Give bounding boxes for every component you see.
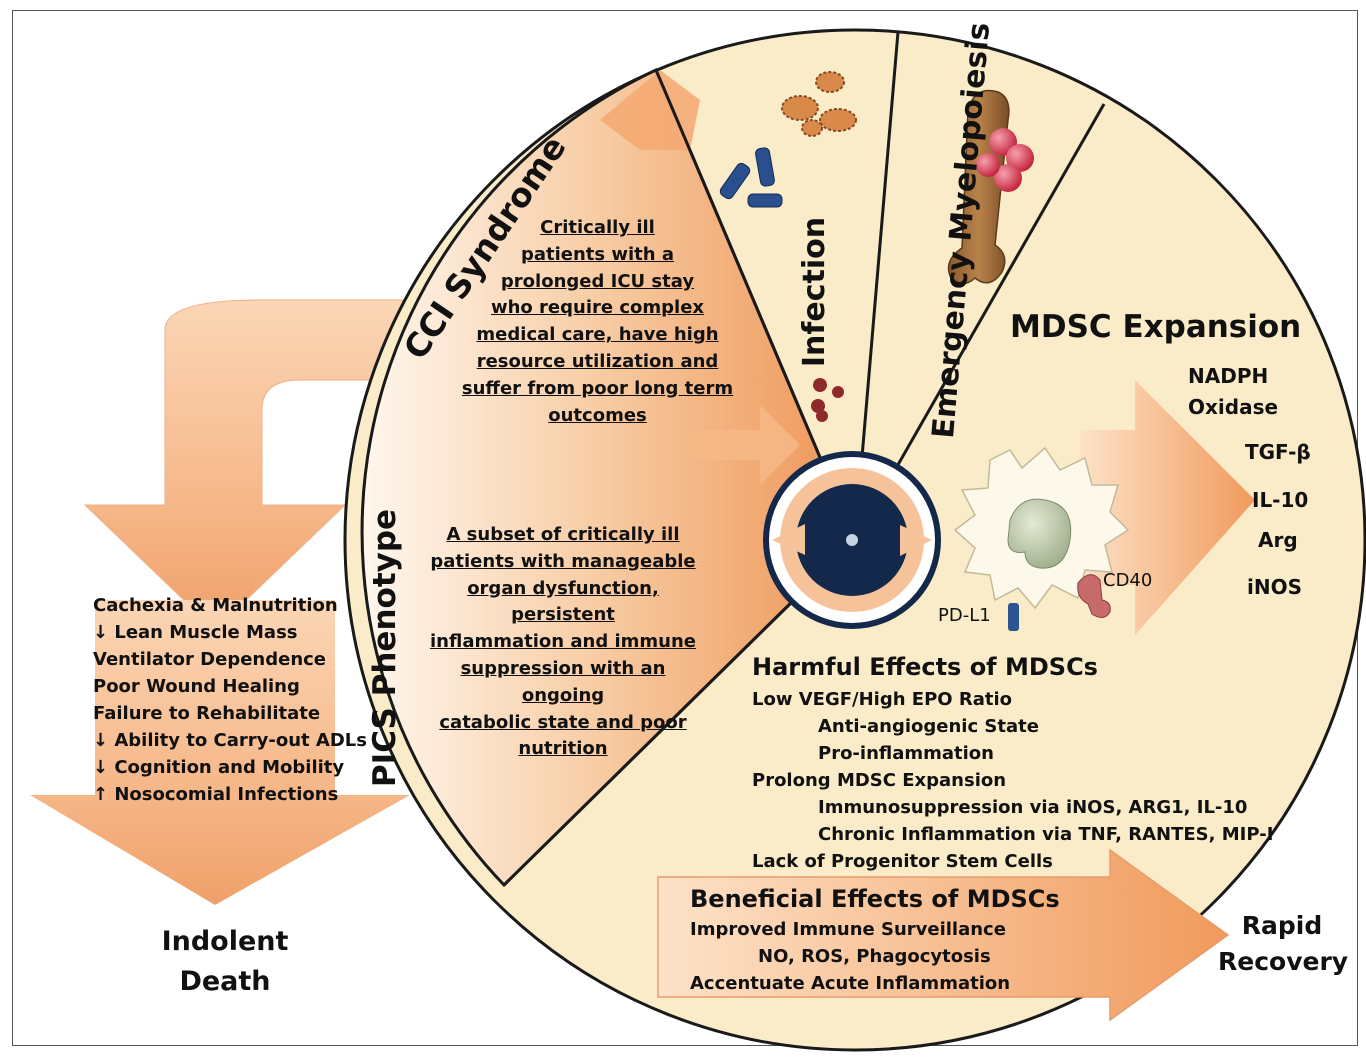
mdsc-cell-icon — [953, 446, 1130, 631]
harmful-title: Harmful Effects of MDSCs — [752, 653, 1098, 681]
rapid-line: Rapid — [1241, 911, 1323, 940]
mediator-nadph: NADPH — [1188, 364, 1269, 388]
harmful-item: Pro-inflammation — [818, 743, 994, 764]
pics-line: suppression with an ongoing — [460, 657, 666, 706]
beneficial-item: NO, ROS, Phagocytosis — [758, 946, 991, 967]
microbes-icon — [781, 71, 857, 137]
mediator-oxidase: Oxidase — [1188, 395, 1279, 419]
mdsc-expansion-title: MDSC Expansion — [1010, 309, 1302, 345]
indolent-death-label: Indolent Death — [150, 922, 300, 1002]
cci-line: medical care, have high — [476, 324, 719, 346]
mediator-inos: iNOS — [1247, 575, 1302, 599]
outcome-item: Ventilator Dependence — [93, 649, 327, 670]
outcome-item: Cachexia & Malnutrition — [93, 595, 338, 616]
harmful-list: Low VEGF/High EPO Ratio Anti-angiogenic … — [752, 686, 1273, 875]
harmful-item: Anti-angiogenic State — [818, 716, 1039, 737]
pics-line: patients with manageable — [430, 550, 696, 572]
mediator-il10: IL-10 — [1252, 488, 1309, 512]
outcome-item: Failure to Rehabilitate — [93, 703, 321, 724]
pdl1-receptor-icon — [1008, 603, 1019, 631]
orange-sector — [360, 67, 857, 888]
beneficial-title: Beneficial Effects of MDSCs — [690, 885, 1060, 913]
indolent-line: Indolent — [161, 926, 289, 957]
outcomes-list: Cachexia & Malnutrition ↓ Lean Muscle Ma… — [93, 592, 367, 808]
red-cells-small-icon — [811, 378, 844, 422]
beneficial-item: Accentuate Acute Inflammation — [690, 973, 1011, 994]
bone-icon — [947, 89, 1034, 285]
pics-line: catabolic state and poor — [439, 711, 687, 733]
pics-line: A subset of critically ill — [446, 524, 680, 545]
pics-line: inflammation and immune — [430, 631, 696, 653]
harmful-item: Prolong MDSC Expansion — [752, 770, 1007, 791]
mediator-tgf-beta: TGF-β — [1245, 440, 1311, 464]
harmful-item: Chronic Inflammation via TNF, RANTES, MI… — [818, 824, 1274, 845]
outcome-item: ↓ Cognition and Mobility — [93, 757, 345, 778]
cci-line: resource utilization and — [476, 350, 719, 372]
mediator-arg: Arg — [1258, 528, 1298, 552]
harmful-item: Lack of Progenitor Stem Cells — [752, 851, 1053, 872]
infection-title: Infection — [797, 216, 832, 368]
cd40-label: CD40 — [1103, 570, 1153, 591]
cci-line: prolonged ICU stay — [500, 270, 695, 292]
cci-description: Critically ill patients with a prolonged… — [460, 215, 735, 429]
cci-line: Critically ill — [540, 217, 655, 238]
harmful-item: Immunosuppression via iNOS, ARG1, IL-10 — [818, 797, 1248, 818]
recovery-line: Recovery — [1218, 947, 1349, 976]
mdsc-arrow — [1080, 380, 1255, 635]
outcome-item: ↓ Lean Muscle Mass — [93, 622, 298, 643]
rapid-recovery-label: Rapid Recovery — [1218, 908, 1349, 980]
pics-line: organ dysfunction, persistent — [467, 577, 659, 626]
pics-title: PICS Phenotype — [367, 508, 403, 788]
cci-line: who require complex — [490, 297, 705, 319]
cci-line: outcomes — [548, 404, 647, 426]
cd40-receptor-icon — [1077, 574, 1111, 618]
cci-arrow — [600, 70, 700, 150]
cci-line: suffer from poor long term — [461, 377, 734, 399]
indolent-down-arrow — [30, 600, 410, 905]
harmful-item: Low VEGF/High EPO Ratio — [752, 689, 1013, 710]
outcome-item: Poor Wound Healing — [93, 676, 300, 697]
center-arrow — [690, 405, 800, 485]
cci-line: patients with a — [520, 243, 675, 265]
beneficial-list: Improved Immune Surveillance NO, ROS, Ph… — [690, 916, 1010, 997]
beneficial-item: Improved Immune Surveillance — [690, 919, 1006, 940]
pics-line: nutrition — [518, 738, 608, 760]
pics-description: A subset of critically ill patients with… — [418, 522, 708, 763]
bacteria-rods-icon — [719, 147, 783, 208]
outcome-item: ↓ Ability to Carry-out ADLs — [93, 730, 367, 751]
death-line: Death — [179, 966, 271, 997]
indolent-arrow — [83, 299, 541, 631]
recovery-arrow — [657, 848, 1230, 1022]
outcome-item: ↑ Nosocomial Infections — [93, 784, 339, 805]
pdl1-label: PD-L1 — [938, 605, 991, 626]
